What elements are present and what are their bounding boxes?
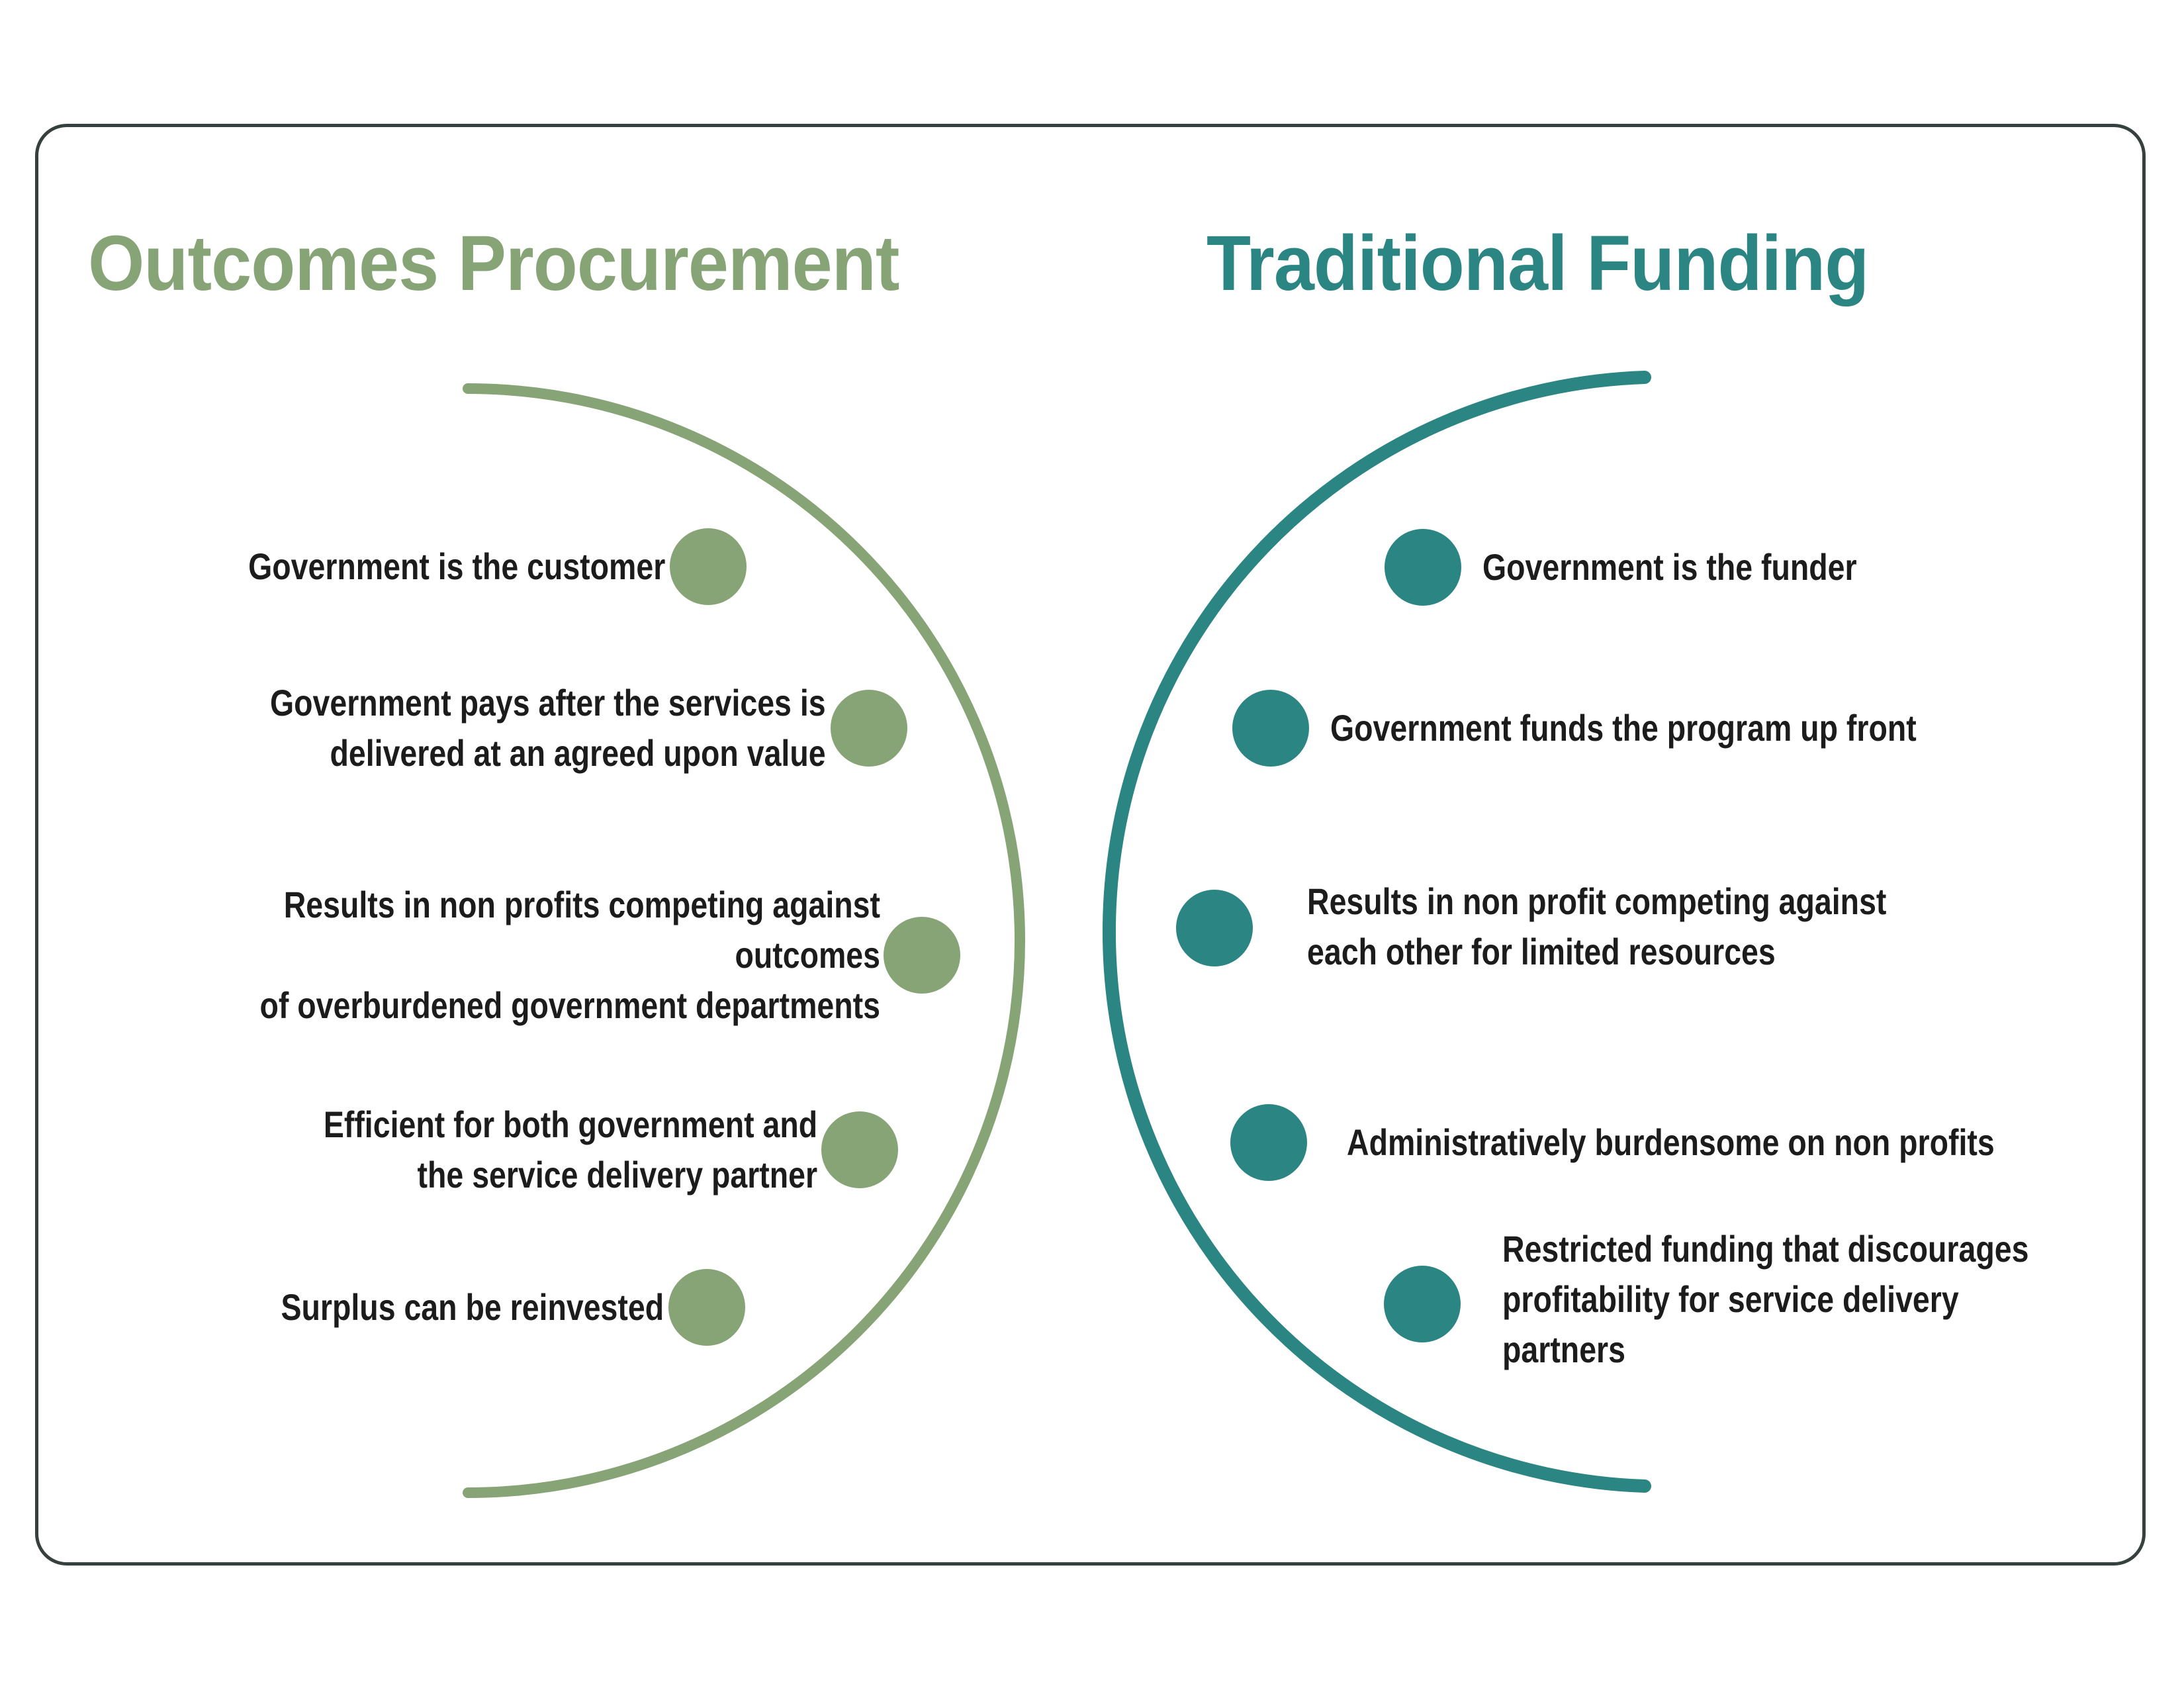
bullet-dot-icon [670, 528, 747, 605]
left-item-text: Efficient for both government and the se… [323, 1103, 817, 1196]
bullet-dot-icon [1384, 1266, 1461, 1342]
card-border [35, 124, 2146, 1566]
right-semicircle-arc [1103, 371, 1651, 1493]
bullet-dot-icon [821, 1111, 898, 1188]
left-item-text: Government is the customer [248, 545, 665, 587]
left-item-text: Government pays after the services is de… [270, 682, 826, 774]
right-item-text: Restricted funding that discourages prof… [1502, 1228, 2029, 1370]
right-item-text: Administratively burdensome on non profi… [1347, 1121, 1995, 1163]
left-item-text: Results in non profits competing against… [259, 884, 880, 1026]
right-item-text: Government is the funder [1482, 546, 1857, 588]
bullet-dot-icon [1385, 529, 1461, 606]
right-item-text: Government funds the program up front [1330, 707, 1917, 749]
right-section-title: Traditional Funding [1206, 220, 1869, 307]
bullet-dot-icon [1176, 890, 1253, 966]
bullet-dot-icon [884, 917, 960, 994]
left-item-text: Surplus can be reinvested [281, 1286, 664, 1328]
bullet-dot-icon [831, 690, 907, 767]
bullet-dot-icon [1230, 1104, 1307, 1181]
left-section-title: Outcomes Procurement [88, 220, 899, 307]
left-semicircle-arc [463, 383, 1025, 1498]
bullet-dot-icon [668, 1269, 745, 1346]
right-item-text: Results in non profit competing against … [1307, 880, 1887, 972]
bullet-dot-icon [1232, 690, 1309, 767]
